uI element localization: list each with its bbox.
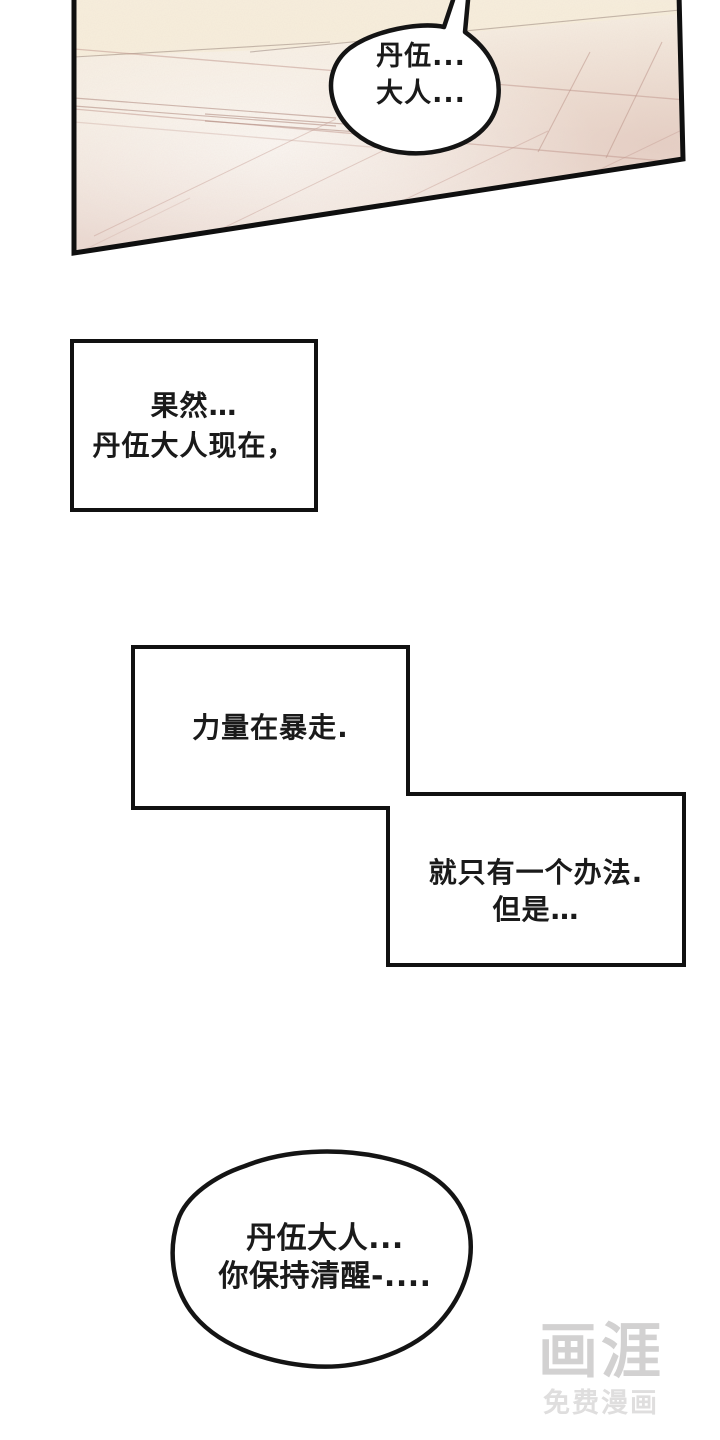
panel-border bbox=[71, 0, 686, 256]
speech-bubble-2-outline bbox=[170, 1149, 473, 1369]
caption-line: 丹伍大人现在， bbox=[92, 428, 296, 462]
speech-bubble-1-outline bbox=[328, 0, 501, 156]
caption-box-union-border bbox=[131, 645, 686, 967]
caption-box-3-text: 就只有一个办法. 但是… bbox=[392, 800, 680, 958]
watermark-logo: 画涯 bbox=[538, 1317, 664, 1387]
caption-line: 果然… bbox=[150, 388, 238, 422]
speech-bubble-1-text: 丹伍... 大人... bbox=[336, 4, 506, 146]
speech-line: 丹伍... bbox=[376, 41, 466, 72]
watermark-tagline: 免费漫画 bbox=[543, 1388, 659, 1419]
floor-background bbox=[74, 0, 684, 254]
caption-box-2-3-outline bbox=[131, 645, 686, 967]
floor-scene-art bbox=[71, 0, 686, 256]
caption-line: 但是… bbox=[492, 893, 580, 926]
caption-line: 力量在暴走. bbox=[192, 710, 349, 744]
panel-floor-scene: 丹伍... 大人... bbox=[0, 0, 720, 262]
speech-bubble-2-text: 丹伍大人... 你保持清醒-.... bbox=[190, 1190, 460, 1325]
caption-box-1: 果然… 丹伍大人现在， bbox=[70, 339, 318, 512]
caption-box-2-text: 力量在暴走. bbox=[137, 651, 404, 804]
speech-bubble-2 bbox=[170, 1149, 473, 1369]
speech-line: 大人... bbox=[376, 78, 466, 109]
speech-line: 丹伍大人... bbox=[246, 1220, 404, 1256]
caption-box-1-text: 果然… 丹伍大人现在， bbox=[74, 343, 314, 508]
caption-line: 就只有一个办法. bbox=[428, 856, 644, 889]
speech-line: 你保持清醒-.... bbox=[218, 1258, 432, 1294]
watermark: 画涯 免费漫画 bbox=[538, 1322, 664, 1417]
